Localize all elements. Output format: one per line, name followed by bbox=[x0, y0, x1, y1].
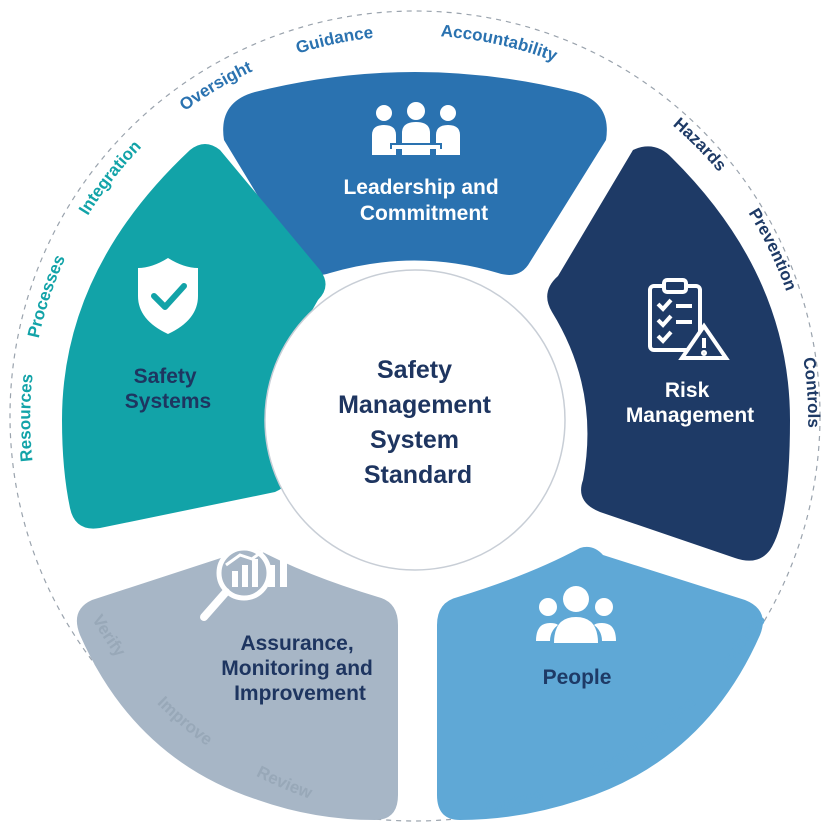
safety-title-line-2: Systems bbox=[125, 390, 211, 413]
ring-word-controls: Controls bbox=[799, 356, 823, 428]
ring-word-guidance: Guidance bbox=[294, 23, 375, 58]
assurance-title-line-2: Monitoring and bbox=[221, 657, 373, 680]
leadership-group-icon bbox=[372, 102, 460, 155]
center-title-line-3: System bbox=[370, 426, 459, 454]
ring-word-accountability: Accountability bbox=[440, 21, 560, 65]
shield-check-icon bbox=[138, 258, 198, 334]
people-title-line-1: People bbox=[543, 666, 612, 689]
leadership-title: Leadership and Commitment bbox=[343, 176, 504, 225]
segment-people bbox=[437, 546, 763, 820]
ring-word-processes: Processes bbox=[24, 252, 69, 340]
people-title: People bbox=[543, 666, 612, 689]
risk-title: Risk Management bbox=[626, 379, 754, 427]
center-title: Safety Management System Standard bbox=[338, 356, 498, 489]
ring-word-integration: Integration bbox=[75, 137, 145, 219]
people-group-icon bbox=[536, 586, 616, 643]
assurance-title: Assurance, Monitoring and Improvement bbox=[221, 632, 378, 705]
ring-words-safety-3: Integration bbox=[75, 137, 145, 219]
safety-title: Safety Systems bbox=[125, 365, 211, 413]
segment-safety-systems bbox=[62, 144, 326, 529]
ring-words-risk-3: Controls bbox=[799, 356, 823, 428]
segment-assurance bbox=[76, 546, 398, 820]
assurance-title-line-1: Assurance, bbox=[240, 632, 353, 655]
segment-risk-management bbox=[547, 146, 790, 561]
assurance-title-line-3: Improvement bbox=[234, 682, 366, 705]
ring-words-safety: Resources bbox=[15, 373, 37, 463]
safety-title-line-1: Safety bbox=[134, 365, 197, 388]
ring-word-resources: Resources bbox=[15, 373, 37, 463]
center-title-line-1: Safety bbox=[377, 356, 452, 384]
center-circle bbox=[264, 269, 566, 571]
center-title-line-2: Management bbox=[338, 391, 491, 419]
outer-dashed-ring bbox=[9, 10, 821, 822]
magnifier-chart-icon bbox=[200, 537, 290, 621]
leadership-title-line-2: Commitment bbox=[360, 202, 488, 225]
leadership-title-line-1: Leadership and bbox=[343, 176, 498, 199]
clipboard-warning-icon bbox=[648, 278, 730, 360]
segment-leadership bbox=[223, 72, 607, 275]
risk-title-line-2: Management bbox=[626, 404, 754, 427]
ring-words-leadership-3: Accountability bbox=[440, 21, 560, 65]
risk-title-line-1: Risk bbox=[665, 379, 710, 402]
ring-words-safety-2: Processes bbox=[24, 252, 69, 340]
ring-words-leadership-2: Guidance bbox=[294, 23, 375, 58]
center-title-line-4: Standard bbox=[364, 461, 472, 489]
